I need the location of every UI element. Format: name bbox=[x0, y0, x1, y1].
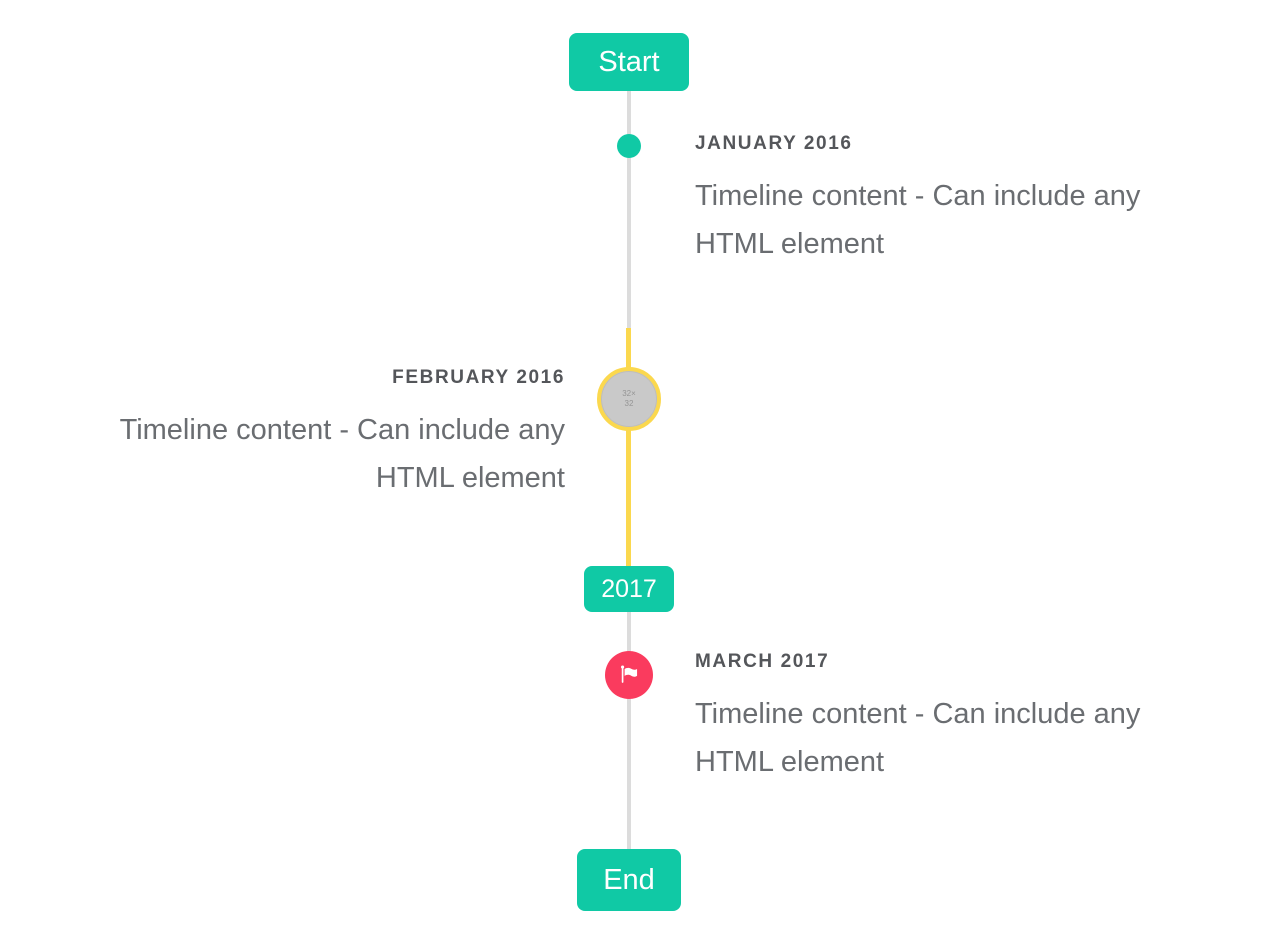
timeline-end-badge[interactable]: End bbox=[577, 849, 681, 911]
item-content-january: Timeline content - Can include any HTML … bbox=[695, 172, 1140, 268]
content-line: HTML element bbox=[695, 228, 885, 260]
image-placeholder-label: 32×32 bbox=[622, 389, 636, 408]
content-line: Timeline content - Can include any bbox=[119, 414, 565, 446]
content-line: HTML element bbox=[375, 462, 565, 494]
content-line: Timeline content - Can include any bbox=[695, 698, 1141, 730]
item-heading-february: FEBRUARY 2016 bbox=[392, 367, 565, 388]
flag-icon bbox=[618, 664, 640, 686]
timeline-item-march: MARCH 2017 Timeline content - Can includ… bbox=[695, 652, 1140, 786]
timeline-item-february: FEBRUARY 2016 Timeline content - Can inc… bbox=[120, 368, 565, 502]
timeline-start-badge[interactable]: Start bbox=[569, 33, 689, 91]
content-line: HTML element bbox=[695, 746, 885, 778]
timeline-year-badge[interactable]: 2017 bbox=[584, 566, 674, 612]
marker-flag-march[interactable] bbox=[605, 651, 653, 699]
timeline-line-highlight-segment bbox=[626, 328, 631, 566]
item-content-february: Timeline content - Can include any HTML … bbox=[120, 406, 565, 502]
item-heading-january: JANUARY 2016 bbox=[695, 133, 853, 154]
marker-image-placeholder-february[interactable]: 32×32 bbox=[597, 367, 661, 431]
item-heading-march: MARCH 2017 bbox=[695, 651, 830, 672]
timeline-item-january: JANUARY 2016 Timeline content - Can incl… bbox=[695, 134, 1140, 268]
marker-dot-january[interactable] bbox=[617, 134, 641, 158]
item-content-march: Timeline content - Can include any HTML … bbox=[695, 690, 1140, 786]
content-line: Timeline content - Can include any bbox=[695, 180, 1141, 212]
